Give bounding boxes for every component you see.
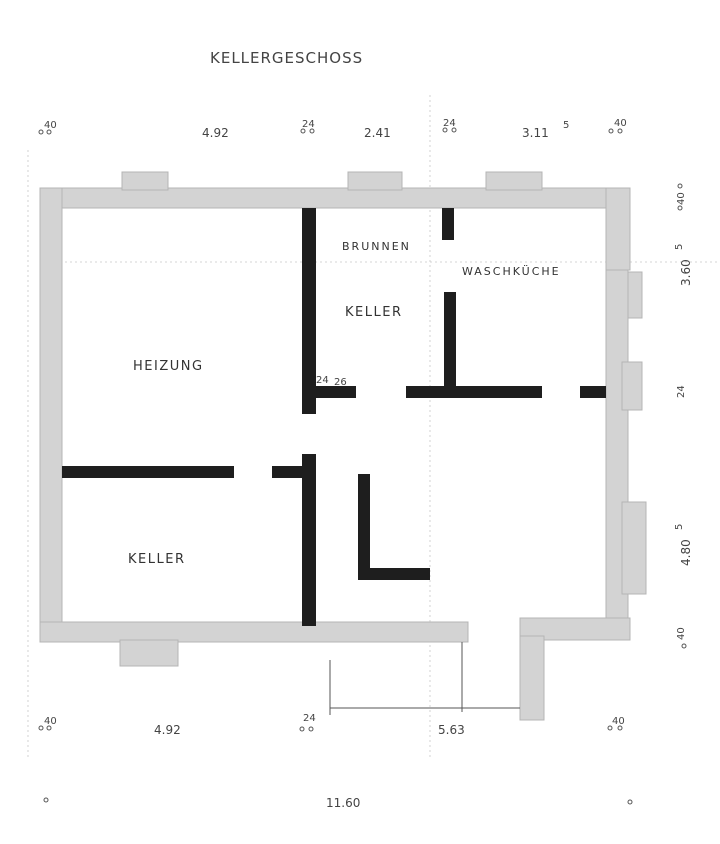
room-label-keller-mid: KELLER	[345, 305, 402, 320]
dim-top-6: 3.11	[522, 126, 549, 140]
plan-title: KELLERGESCHOSS	[210, 49, 363, 67]
inner-dimension-2: 26	[334, 377, 347, 388]
dim-top-4: 2.41	[364, 126, 391, 140]
dim-bottom-1: 40	[44, 716, 57, 727]
dim-right-2-sup: 5	[674, 244, 685, 250]
dim-right-4: 4.80	[679, 539, 693, 566]
dim-top-5: 24	[443, 118, 456, 129]
dim-top-2: 4.92	[202, 126, 229, 140]
dim-bottom-2: 4.92	[154, 723, 181, 737]
room-labels: HEIZUNG KELLER KELLER BRUNNEN WASCHKÜCHE	[128, 240, 561, 567]
dim-right-2: 3.60	[679, 259, 693, 286]
dim-top-6-sup: 5	[563, 120, 569, 131]
dim-bottom-3: 24	[303, 713, 316, 724]
room-label-heizung: HEIZUNG	[133, 359, 204, 374]
stair-lines	[329, 642, 520, 715]
dim-bottom-5: 40	[612, 716, 625, 727]
room-label-keller-left: KELLER	[128, 552, 185, 567]
outer-walls	[39, 171, 647, 721]
inner-dimension: 24	[316, 375, 329, 386]
dim-right-3: 24	[676, 385, 687, 398]
dim-right-4-sup: 5	[674, 524, 685, 530]
dim-total: 11.60	[326, 796, 360, 810]
dim-top-7: 40	[614, 118, 627, 129]
dim-top-3: 24	[302, 119, 315, 130]
interior-walls	[62, 208, 606, 626]
room-label-waschkueche: WASCHKÜCHE	[462, 265, 561, 278]
dimensions-top: 40 4.92 24 2.41 24 3.11 5 40	[38, 118, 627, 140]
dimensions-right: 40 3.60 5 24 4.80 5 40	[674, 183, 693, 649]
dimensions-bottom: 40 4.92 24 5.63 40 11.60	[38, 713, 633, 810]
dim-bottom-4: 5.63	[438, 723, 465, 737]
dim-right-5: 40	[676, 627, 687, 640]
room-label-brunnen: BRUNNEN	[342, 240, 411, 253]
dim-right-1: 40	[676, 192, 687, 205]
dim-top-1: 40	[44, 120, 57, 131]
